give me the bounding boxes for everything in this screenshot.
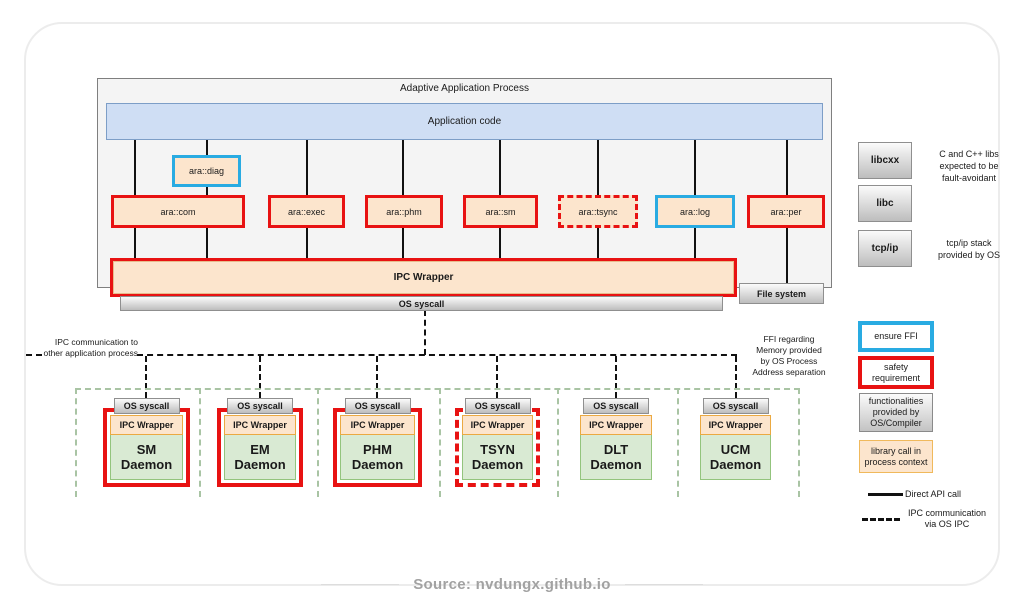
ipc-drop-line-em bbox=[259, 356, 261, 398]
libcxx-box: libcxx bbox=[858, 142, 912, 179]
daemon-em: OS syscall IPC Wrapper EM Daemon bbox=[217, 398, 303, 487]
ipc-main-line bbox=[137, 354, 737, 356]
ipc-line-left-stub bbox=[26, 354, 42, 356]
daemon-name: DLT Daemon bbox=[580, 435, 652, 480]
ipc-drop-line-sm bbox=[145, 356, 147, 398]
daemon-body: IPC Wrapper PHM Daemon bbox=[333, 408, 422, 487]
footer: Source: nvdungx.github.io bbox=[0, 576, 1024, 593]
ara-module-log: ara::log bbox=[655, 195, 735, 228]
daemon-name: EM Daemon bbox=[224, 435, 296, 480]
legend-safety-requirement: safety requirement bbox=[858, 356, 934, 389]
ara-module-sm: ara::sm bbox=[463, 195, 538, 228]
daemon-os-syscall: OS syscall bbox=[702, 398, 769, 414]
daemon-tsyn: OS syscall IPC Wrapper TSYN Daemon bbox=[455, 398, 540, 487]
daemon-dlt: OS syscall IPC Wrapper DLT Daemon bbox=[573, 398, 659, 487]
legend-direct-api-label: Direct API call bbox=[905, 489, 962, 499]
daemon-body: IPC Wrapper UCM Daemon bbox=[693, 408, 778, 487]
daemon-name: UCM Daemon bbox=[700, 435, 771, 480]
footer-rule-left bbox=[321, 584, 400, 585]
daemon-os-syscall: OS syscall bbox=[344, 398, 411, 414]
ara-module-exec: ara::exec bbox=[268, 195, 345, 228]
daemon-os-syscall: OS syscall bbox=[113, 398, 180, 414]
ara-module-com: ara::com bbox=[111, 195, 245, 228]
ipc-communication-note: IPC communication to other application p… bbox=[43, 337, 138, 358]
legend-direct-api-line bbox=[868, 493, 903, 496]
application-code-bar: Application code bbox=[106, 103, 823, 140]
source-attribution: Source: nvdungx.github.io bbox=[413, 576, 611, 593]
daemon-ipc-wrapper: IPC Wrapper bbox=[700, 415, 771, 435]
daemon-ucm: OS syscall IPC Wrapper UCM Daemon bbox=[693, 398, 778, 487]
ipc-drop-line-ucm bbox=[735, 356, 737, 398]
daemon-os-syscall: OS syscall bbox=[583, 398, 649, 414]
daemon-sm: OS syscall IPC Wrapper SM Daemon bbox=[103, 398, 190, 487]
pool-separator bbox=[317, 388, 319, 497]
legend-ipc-os-line bbox=[862, 518, 900, 521]
footer-rule-right bbox=[624, 584, 703, 585]
os-syscall-bar: OS syscall bbox=[120, 296, 723, 311]
pool-separator bbox=[557, 388, 559, 497]
ara-module-diag: ara::diag bbox=[172, 155, 241, 187]
ipc-drop-line-phm bbox=[376, 356, 378, 398]
daemon-name: PHM Daemon bbox=[340, 435, 415, 480]
libs-note: C and C++ libs expected to be fault-avoi… bbox=[939, 149, 999, 183]
legend-ipc-os-label: IPC communication via OS IPC bbox=[907, 508, 987, 529]
ipc-drop-line-tsyn bbox=[496, 356, 498, 398]
tcpip-box: tcp/ip bbox=[858, 230, 912, 267]
pool-separator bbox=[439, 388, 441, 497]
daemon-phm: OS syscall IPC Wrapper PHM Daemon bbox=[333, 398, 422, 487]
ara-module-tsync: ara::tsync bbox=[558, 195, 638, 228]
legend-ensure-ffi: ensure FFI bbox=[858, 321, 934, 352]
ara-module-phm: ara::phm bbox=[365, 195, 443, 228]
daemon-body: IPC Wrapper SM Daemon bbox=[103, 408, 190, 487]
ffi-memory-note: FFI regarding Memory provided by OS Proc… bbox=[752, 334, 826, 377]
daemon-pool-boundary bbox=[75, 388, 800, 497]
ipc-drop-line-os-syscall bbox=[424, 310, 426, 355]
daemon-name: SM Daemon bbox=[110, 435, 183, 480]
daemon-ipc-wrapper: IPC Wrapper bbox=[224, 415, 296, 435]
file-system-box: File system bbox=[739, 283, 824, 304]
daemon-ipc-wrapper: IPC Wrapper bbox=[110, 415, 183, 435]
legend-library-call: library call in process context bbox=[859, 440, 933, 473]
daemon-body: IPC Wrapper DLT Daemon bbox=[573, 408, 659, 487]
daemon-ipc-wrapper: IPC Wrapper bbox=[462, 415, 533, 435]
daemon-os-syscall: OS syscall bbox=[464, 398, 531, 414]
daemon-name: TSYN Daemon bbox=[462, 435, 533, 480]
daemon-body: IPC Wrapper EM Daemon bbox=[217, 408, 303, 487]
daemon-ipc-wrapper: IPC Wrapper bbox=[580, 415, 652, 435]
legend-os-compiler: functionalities provided by OS/Compiler bbox=[859, 393, 933, 432]
daemon-ipc-wrapper: IPC Wrapper bbox=[340, 415, 415, 435]
ipc-drop-line-dlt bbox=[615, 356, 617, 398]
libc-box: libc bbox=[858, 185, 912, 222]
ara-module-per: ara::per bbox=[747, 195, 825, 228]
adaptive-process-title: Adaptive Application Process bbox=[400, 83, 529, 94]
pool-separator bbox=[199, 388, 201, 497]
tcpip-note: tcp/ip stack provided by OS bbox=[937, 238, 1001, 260]
daemon-os-syscall: OS syscall bbox=[227, 398, 293, 414]
pool-separator bbox=[677, 388, 679, 497]
daemon-body: IPC Wrapper TSYN Daemon bbox=[455, 408, 540, 487]
ipc-wrapper-bar: IPC Wrapper bbox=[110, 258, 737, 297]
